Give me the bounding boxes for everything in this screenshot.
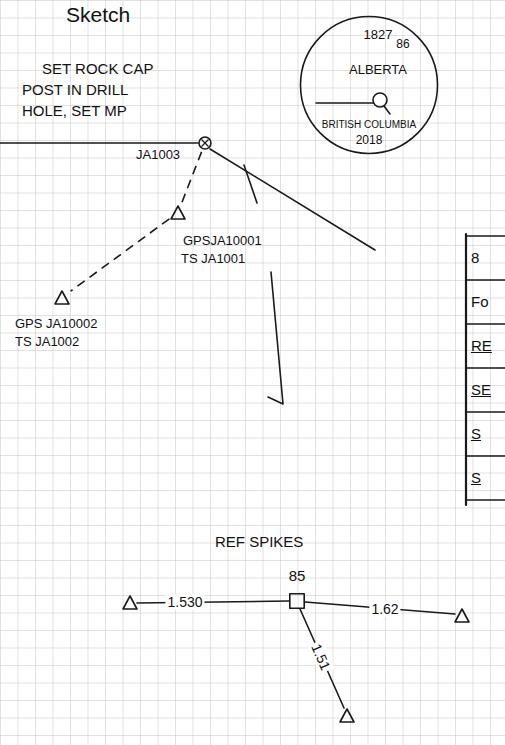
province-name: ALBERTA bbox=[349, 63, 407, 78]
table-cell: RE bbox=[471, 337, 492, 354]
table-rule bbox=[466, 235, 505, 237]
detail-circle: 182786ALBERTA BRITISH COLUMBIA 2018 bbox=[299, 15, 439, 155]
tie-line bbox=[137, 601, 289, 603]
detail-line bbox=[316, 102, 373, 104]
point-id: JA1003 bbox=[136, 148, 180, 163]
dimension: 1.51 bbox=[307, 639, 334, 674]
table-rule bbox=[466, 367, 505, 369]
ref-spike-triangle bbox=[455, 609, 469, 622]
boundary-line bbox=[0, 142, 198, 144]
field-note: SET ROCK CAP POST IN DRILL HOLE, SET MP bbox=[22, 58, 157, 121]
square-symbol bbox=[290, 594, 304, 608]
point-id: TS JA1001 bbox=[181, 252, 245, 267]
table-rule bbox=[466, 455, 505, 457]
detail-monument bbox=[373, 93, 387, 107]
section-heading: REF SPIKES bbox=[215, 533, 303, 550]
table-cell: S bbox=[471, 469, 481, 486]
monument-number: 86 bbox=[396, 38, 409, 52]
ref-spike-triangle bbox=[123, 596, 137, 609]
ref-monument: 85 bbox=[289, 593, 305, 609]
control-point-outline bbox=[171, 206, 185, 219]
dimension: 1.530 bbox=[165, 594, 204, 610]
boundary-stroke bbox=[244, 165, 257, 203]
point-id: TS JA1002 bbox=[15, 335, 79, 350]
detail-tail bbox=[384, 106, 390, 114]
monument-marker-outline bbox=[198, 136, 212, 150]
table-cell: S bbox=[471, 425, 481, 442]
control-point-outline bbox=[55, 291, 69, 304]
boundary-hook bbox=[268, 272, 283, 404]
table-rule bbox=[466, 499, 505, 501]
point-id: GPSJA10001 bbox=[183, 234, 262, 249]
detail-circle-outline bbox=[301, 17, 438, 154]
table-cell: Fo bbox=[471, 293, 489, 310]
province-name: BRITISH COLUMBIA bbox=[322, 119, 416, 131]
point-id: 85 bbox=[289, 567, 306, 584]
table-rule bbox=[466, 279, 505, 281]
traverse-line bbox=[181, 152, 201, 204]
marker-circle bbox=[199, 137, 211, 149]
tie-line bbox=[300, 609, 344, 708]
sketch-title: Sketch bbox=[66, 3, 130, 27]
table-rule bbox=[466, 323, 505, 325]
table-cell: SE bbox=[471, 381, 491, 398]
triangle-symbol bbox=[55, 291, 69, 304]
control-point: GPSJA10001TS JA1001 bbox=[171, 206, 185, 219]
year-label: 2018 bbox=[356, 134, 383, 148]
point-id: GPS JA10002 bbox=[15, 317, 97, 332]
table-rule bbox=[466, 411, 505, 413]
dimension: 1.62 bbox=[369, 601, 400, 617]
monument-number: 1827 bbox=[364, 28, 393, 43]
marker-cross bbox=[202, 140, 209, 147]
control-point: GPS JA10002TS JA1002 bbox=[55, 291, 69, 304]
monument-marker: JA1003 bbox=[198, 136, 212, 150]
ref-spike-triangle bbox=[340, 709, 354, 722]
triangle-symbol bbox=[171, 206, 185, 219]
table-border bbox=[465, 234, 467, 505]
table-cell: 8 bbox=[471, 249, 479, 266]
traverse-line bbox=[71, 219, 170, 291]
ref-monument-outline bbox=[289, 593, 305, 609]
